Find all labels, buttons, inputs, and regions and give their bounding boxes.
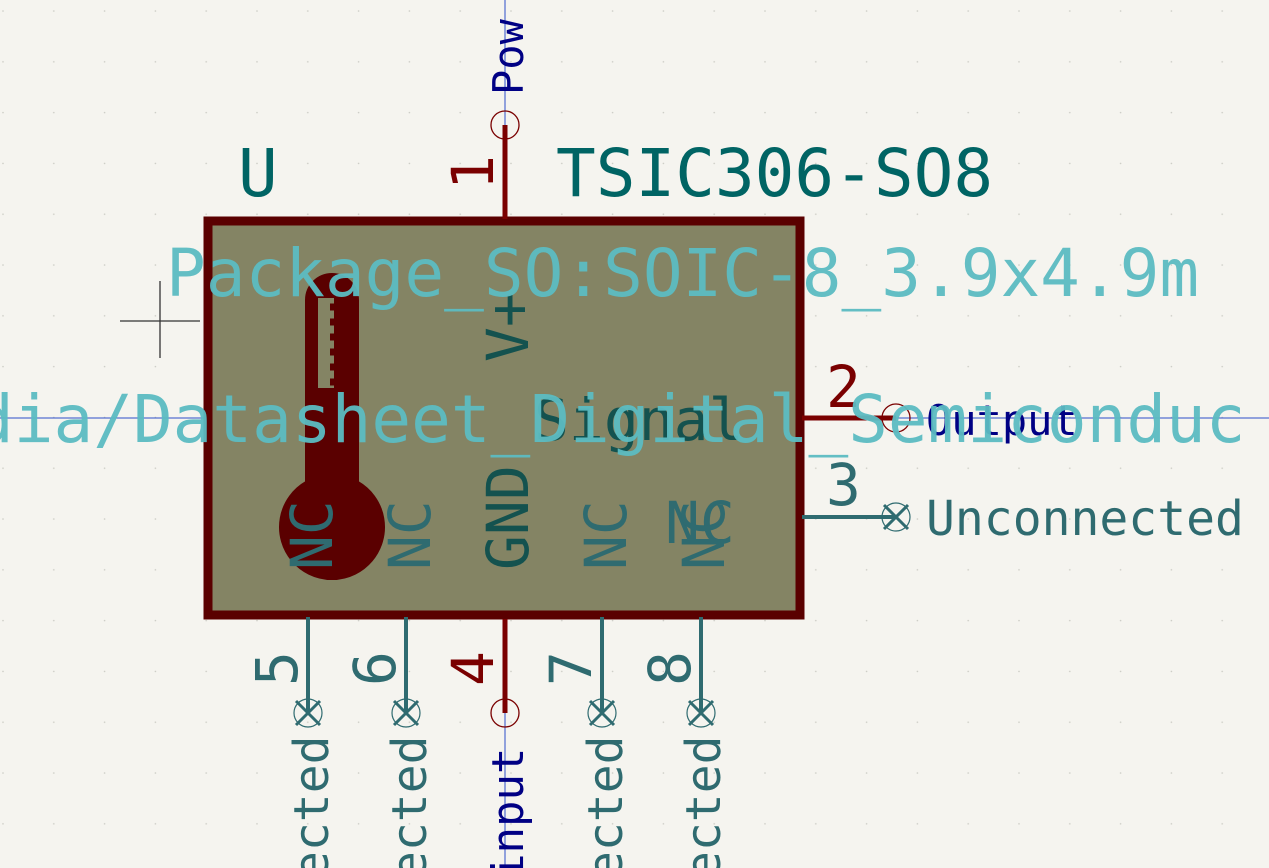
pin-5-no-connect-icon (293, 698, 323, 728)
pin-5[interactable] (293, 617, 323, 728)
pin-1-type-label: Pow (484, 18, 533, 95)
pin-1-connection-circle[interactable] (490, 110, 520, 140)
pin-2-name: Signal (534, 386, 744, 454)
value-field[interactable]: TSIC306-SO8 (556, 135, 993, 212)
pin-5-type-label: ected (284, 736, 340, 868)
pin-5-name: NC (278, 500, 346, 570)
pin-8[interactable] (686, 617, 716, 728)
pin-8-name: NC (670, 500, 738, 570)
pin-7-name: NC (572, 500, 640, 570)
pin-6-number: 6 (341, 651, 409, 686)
pin-6[interactable] (391, 617, 421, 728)
pin-7-no-connect-icon (587, 698, 617, 728)
pin-4-number: 4 (439, 651, 507, 686)
thermometer-icon (279, 273, 385, 581)
reference-designator[interactable]: U (238, 135, 278, 212)
pin-3-type-label: Unconnected (926, 491, 1244, 547)
pin-2-number: 2 (826, 353, 861, 421)
pin-7-type-label: ected (578, 736, 634, 868)
pin-2-connection-circle[interactable] (881, 403, 911, 433)
pin-5-number: 5 (243, 651, 311, 686)
pin-8-number: 8 (636, 651, 704, 686)
anchor-cross-icon (120, 281, 200, 358)
pin-6-name: NC (376, 500, 444, 570)
pin-7-number: 7 (537, 651, 605, 686)
pin-6-type-label: ected (382, 736, 438, 868)
pin-1-name: V+ (474, 292, 542, 362)
pin-7[interactable] (587, 617, 617, 728)
pin-3-no-connect-icon (881, 502, 911, 532)
pin-4-type-label: input (483, 748, 534, 868)
pin-3-number: 3 (826, 451, 861, 519)
pin-8-type-label: ected (676, 736, 732, 868)
pin-4-name: GND (474, 465, 542, 570)
pin-3-name: NC (665, 489, 735, 557)
datasheet-field[interactable]: dia/Datasheet_Digital_Semiconduc (0, 381, 1246, 458)
pin-8-no-connect-icon (686, 698, 716, 728)
pin-2-type-label: Output (926, 396, 1078, 445)
pin-4-connection-circle[interactable] (490, 698, 520, 728)
pin-6-no-connect-icon (391, 698, 421, 728)
footprint-field[interactable]: Package_SO:SOIC-8_3.9x4.9m (166, 235, 1199, 312)
pin-1-number: 1 (439, 155, 507, 190)
